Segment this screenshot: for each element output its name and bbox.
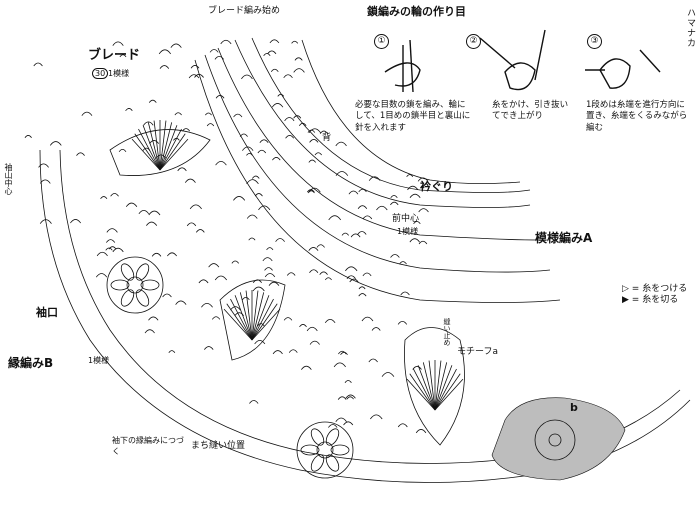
- flower-1-core: [126, 276, 144, 294]
- step2-illustration: [479, 29, 546, 91]
- motif-a-label: モチーフa: [457, 347, 498, 357]
- step2-number: ②: [466, 34, 481, 49]
- instructions-title: 鎖編みの輪の作り目: [367, 5, 466, 18]
- neckline-arc-6: [301, 39, 521, 184]
- motif-b-shade: [491, 397, 626, 481]
- pineapple-1: [109, 129, 211, 176]
- neckline-arc-5: [194, 59, 561, 303]
- flower-2-core: [316, 441, 334, 459]
- braid-count-label: 1模様: [108, 69, 130, 78]
- neckline-label: 衿ぐり: [420, 180, 453, 193]
- cut-yarn-icon: ▶: [622, 295, 629, 305]
- edging-b-label: 縁編みB: [8, 356, 54, 370]
- braid-count-number: 30: [92, 68, 109, 80]
- neckline-arc-4: [204, 54, 551, 273]
- cuff-label: 袖口: [36, 306, 58, 319]
- motif-b-flower: [534, 419, 576, 461]
- neckline-arc-2: [251, 37, 531, 193]
- side-mark: ハマナカ: [685, 8, 695, 48]
- motif-b-label: b: [570, 401, 578, 414]
- step1-illustration: [384, 39, 421, 93]
- step1-number: ①: [374, 34, 389, 49]
- front-pattern-label: 1模様: [397, 227, 419, 236]
- flower-2: [296, 421, 354, 479]
- sewing-position-label: まち縫い位置: [191, 441, 246, 451]
- under-sleeve-note: 袖下の縁編みにつづく: [112, 436, 184, 456]
- back-label: 背: [322, 133, 332, 143]
- legend-attach: ▷ = 糸をつける: [622, 284, 688, 294]
- braid-start-label: ブレード編み始め: [208, 6, 281, 16]
- step3-text: 1段めは糸端を進行方向に置き、糸端をくるみながら編む: [586, 100, 688, 133]
- flower-1: [106, 256, 164, 314]
- attach-yarn-icon: ▷: [622, 284, 629, 294]
- braid-label: ブレード: [88, 48, 141, 63]
- step3-number: ③: [587, 34, 602, 49]
- front-center-label: 前中心: [392, 214, 420, 224]
- sleeve-center-label: 袖山中心: [4, 163, 13, 195]
- step1-text: 必要な目数の鎖を編み、輪にして、1目めの鎖半目と裏山に針を入れます: [355, 100, 471, 133]
- pineapple-3: [404, 327, 465, 446]
- step2-text: 糸をかけ、引き抜いてでき上がり: [492, 100, 569, 122]
- attach-marker-label: 縫い止め: [443, 318, 451, 346]
- step3-illustration: [585, 49, 661, 89]
- neckline-arc-1: [234, 39, 531, 208]
- legend-cut: ▶ = 糸を切る: [622, 295, 679, 305]
- pattern-a-label: 模様編みA: [535, 231, 593, 245]
- neckline-arc-3: [217, 47, 541, 241]
- edging-b-count: 1模様: [88, 356, 110, 365]
- pineapple-2: [219, 279, 286, 361]
